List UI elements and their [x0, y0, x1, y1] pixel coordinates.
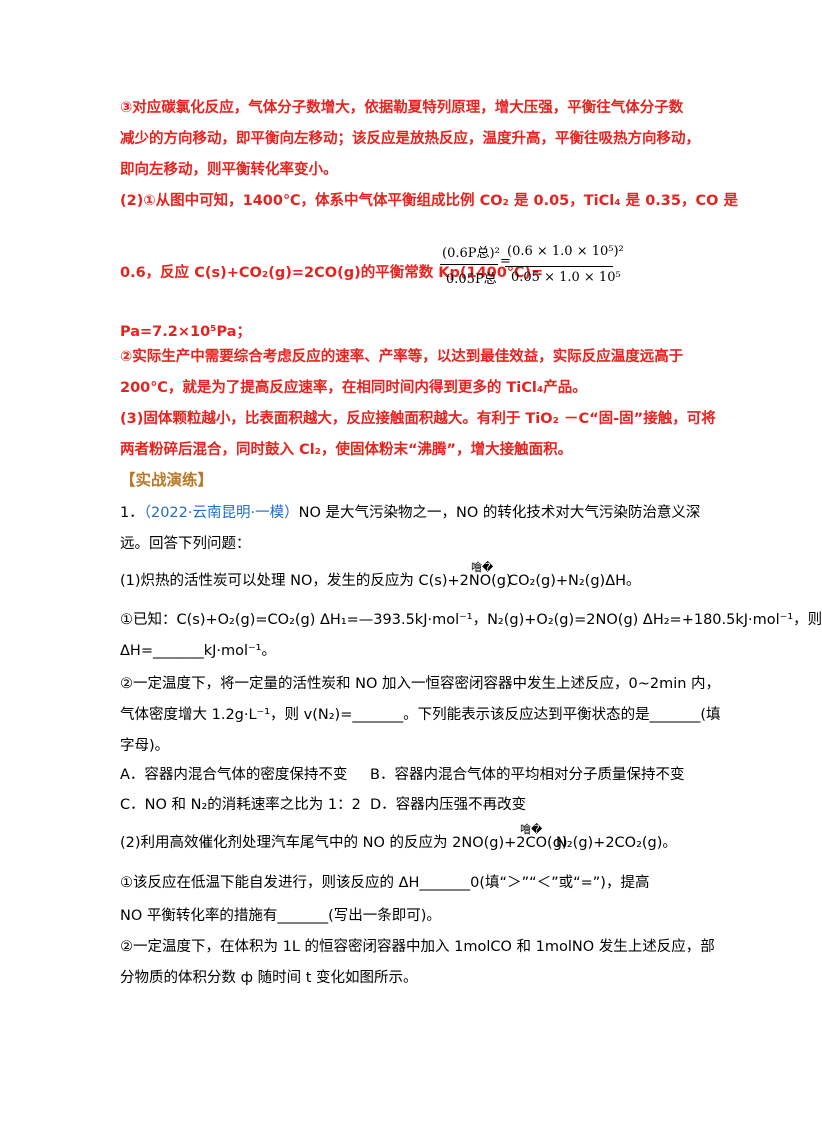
answer-line: Pa=7.2×10⁵Pa； — [120, 324, 252, 340]
question-text: ①该反应在低温下能自发进行，则该反应的 ΔH_______0(填“＞”“＜”或“… — [120, 875, 650, 891]
option-b: B．容器内混合气体的平均相对分子质量保持不变 — [370, 767, 685, 783]
answer-line: 减少的方向移动，即平衡向左移动；该反应是放热反应，温度升高，平衡往吸热方向移动， — [120, 131, 700, 147]
answer-line: (3)固体颗粒越小，比表面积越大，反应接触面积越大。有利于 TiO₂ －C“固-… — [120, 411, 716, 427]
option-c: C．NO 和 N₂的消耗速率之比为 1：2 — [120, 797, 361, 813]
equals-sign: = — [500, 254, 511, 269]
answer-line: 200℃，就是为了提高反应速率，在相同时间内得到更多的 TiCl₄产品。 — [120, 380, 587, 396]
question-text: 气体密度增大 1.2g·L⁻¹，则 v(N₂)=_______。下列能表示该反应… — [120, 707, 721, 723]
fraction-kp-expression: (0.6P总)² 0.05P总 — [440, 240, 500, 290]
question-text: ΔH=_______kJ·mol⁻¹。 — [120, 643, 276, 659]
question-text: ②一定温度下，在体积为 1L 的恒容密闭容器中加入 1molCO 和 1molN… — [120, 939, 715, 955]
question-text: ①已知：C(s)+O₂(g)=CO₂(g) ΔH₁=—393.5kJ·mol⁻¹… — [120, 612, 822, 628]
answer-line: 0.6，反应 C(s)+CO₂(g)=2CO(g)的平衡常数 Kp(1400℃)… — [120, 265, 544, 281]
section-title: 【实战演练】 — [120, 471, 214, 489]
answer-line: 两者粉碎后混合，同时鼓入 Cl₂，使固体粉末“沸腾”，增大接触面积。 — [120, 442, 573, 458]
answer-line: (2)①从图中可知，1400℃，体系中气体平衡组成比例 CO₂ 是 0.05，T… — [120, 193, 738, 209]
question-text: 远。回答下列问题： — [120, 536, 251, 552]
question-part-1-tail: CO₂(g)+N₂(g)ΔH。 — [508, 573, 641, 589]
fraction-numerator: (0.6P总)² — [442, 246, 500, 261]
question-text: NO 平衡转化率的措施有_______(写出一条即可)。 — [120, 908, 441, 924]
fraction-bar — [505, 266, 613, 267]
fraction-bar — [440, 264, 498, 265]
question-text: NO 是大气污染物之一，NO 的转化技术对大气污染防治意义深 — [298, 505, 701, 521]
fraction-denominator: 0.05P总 — [446, 272, 497, 287]
answer-line: ③对应碳氯化反应，气体分子数增大，依据勒夏特列原理，增大压强，平衡往气体分子数 — [120, 100, 684, 116]
equilibrium-arrow-garbled: 噲� — [520, 823, 543, 836]
question-number: 1． — [120, 505, 144, 521]
option-a: A．容器内混合气体的密度保持不变 — [120, 767, 348, 783]
question-text: 字母)。 — [120, 738, 170, 754]
document-page: ③对应碳氯化反应，气体分子数增大，依据勒夏特列原理，增大压强，平衡往气体分子数 … — [120, 100, 822, 986]
fraction-numerator: (0.6 × 1.0 × 10⁵)² — [507, 244, 624, 259]
question-part-2-tail: N₂(g)+2CO₂(g)。 — [556, 835, 677, 851]
question-text: 分物质的体积分数 ф 随时间 t 变化如图所示。 — [120, 970, 418, 986]
equilibrium-arrow-garbled: 噲� — [471, 561, 494, 574]
question-part-2: (2)利用高效催化剂处理汽车尾气中的 NO 的反应为 2NO(g)+2CO(g) — [120, 835, 568, 851]
question-1-header: 1．（2022·云南昆明·一模）NO 是大气污染物之一，NO 的转化技术对大气污… — [120, 502, 700, 524]
answer-line: 即向左移动，则平衡转化率变小。 — [120, 162, 338, 178]
fraction-denominator: 0.05 × 1.0 × 10⁵ — [511, 270, 621, 285]
fraction-kp-value: (0.6 × 1.0 × 10⁵)² 0.05 × 1.0 × 10⁵ — [505, 242, 624, 292]
question-text: ②一定温度下，将一定量的活性炭和 NO 加入一恒容密闭容器中发生上述反应，0~2… — [120, 676, 721, 692]
question-source: （2022·云南昆明·一模） — [143, 505, 299, 521]
option-d: D．容器内压强不再改变 — [370, 797, 527, 813]
answer-line: ②实际生产中需要综合考虑反应的速率、产率等，以达到最佳效益，实际反应温度远高于 — [120, 349, 684, 365]
question-part-1: (1)炽热的活性炭可以处理 NO，发生的反应为 C(s)+2NO(g) — [120, 573, 512, 589]
